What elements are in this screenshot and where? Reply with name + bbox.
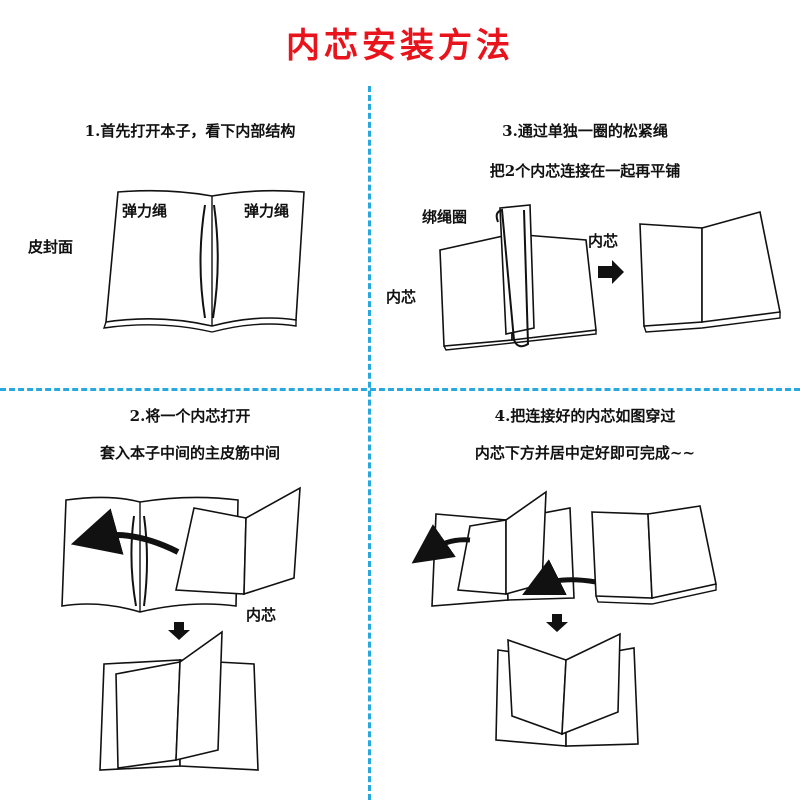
- label-binding-loop: 绑绳圈: [422, 206, 467, 227]
- panel4-linked-cores: [592, 506, 716, 604]
- label-inner-core-a: 内芯: [588, 230, 618, 251]
- label-inner-core-b: 内芯: [386, 286, 416, 307]
- panel4-finished: [496, 634, 638, 746]
- panel3-flat-result: [640, 212, 780, 332]
- label-elastic-right: 弹力绳: [244, 200, 289, 221]
- right-arrow-icon: [598, 260, 624, 284]
- down-arrow-icon: [168, 622, 190, 640]
- panel4-down-arrow: [546, 614, 568, 632]
- panel4-notebook: [432, 492, 574, 606]
- panel2-result: [100, 632, 258, 770]
- label-elastic-left: 弹力绳: [122, 200, 167, 221]
- label-inner-core-c: 内芯: [246, 604, 276, 625]
- label-leather-cover: 皮封面: [28, 236, 73, 257]
